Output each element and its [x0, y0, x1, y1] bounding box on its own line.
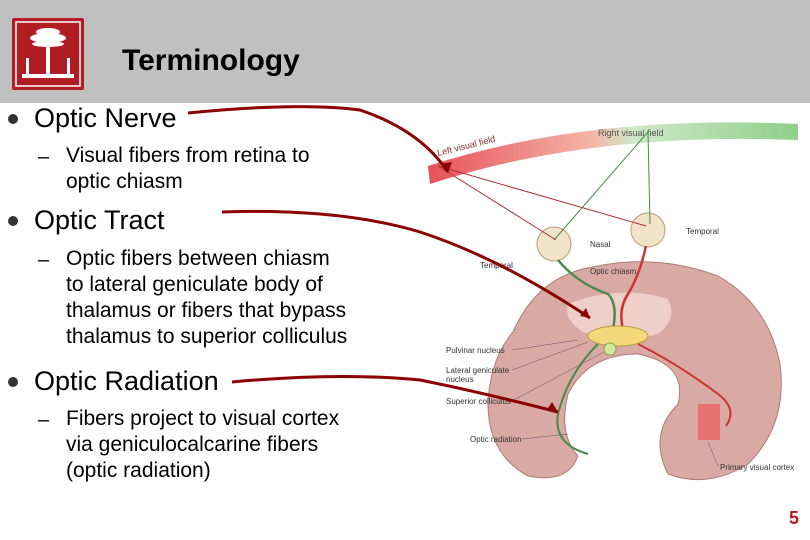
text-line: Optic fibers between chiasm: [66, 247, 330, 270]
text-line: to lateral geniculate body of: [66, 273, 323, 296]
text-line: thalamus or fibers that bypass: [66, 299, 347, 322]
optic-radiation-right: [637, 343, 732, 427]
university-logo: [12, 18, 84, 90]
superior-colliculus-label: Superior colliculus: [446, 397, 511, 406]
page-number: 5: [789, 508, 800, 528]
right-visual-field-label: Right visual field: [598, 128, 664, 138]
pulvinar-label: Pulvinar nucleus: [446, 346, 505, 355]
bullet-dot: [8, 377, 18, 387]
right-eye: [630, 212, 666, 248]
primary-visual-cortex: [698, 404, 720, 440]
bullet-dot: [8, 216, 18, 226]
optic-tract-description: Optic fibers between chiasm to lateral g…: [66, 246, 347, 350]
brain-inner: [567, 292, 672, 339]
bullet-optic-tract: Optic Tract: [34, 205, 165, 235]
text-line: optic chiasm: [66, 170, 183, 193]
left-eye: [536, 226, 572, 262]
primary-visual-cortex-label: Primary visual cortex: [720, 463, 794, 472]
slide-header: Terminology: [0, 0, 810, 103]
lgn-label-line1: Lateral geniculate: [446, 366, 510, 375]
superior-colliculus: [603, 342, 617, 356]
nasal-label: Nasal: [590, 240, 611, 249]
visual-pathway-diagram: Left visual field Right visual field Nas…: [418, 104, 810, 500]
sub-bullet-dash: –: [38, 146, 50, 168]
text-line: Visual fibers from retina to: [66, 144, 310, 167]
sub-bullet-dash: –: [38, 249, 50, 271]
optic-radiation-label: Optic radiation: [470, 435, 522, 444]
text-line: via geniculocalcarine fibers: [66, 433, 319, 456]
lgn-nuclei: [587, 325, 649, 347]
optic-nerve-description: Visual fibers from retina to optic chias…: [66, 143, 310, 195]
visual-field-arc: [428, 122, 798, 184]
text-line: Fibers project to visual cortex: [66, 407, 340, 430]
optic-radiation-description: Fibers project to visual cortex via geni…: [66, 406, 339, 484]
temporal-left-label: Temporal: [480, 261, 513, 270]
slide-title: Terminology: [122, 44, 300, 77]
lgn-label-line2: nucleus: [446, 375, 474, 384]
sub-bullet-dash: –: [38, 409, 50, 431]
optic-radiation-left: [556, 343, 599, 455]
bullet-optic-nerve: Optic Nerve: [34, 103, 177, 133]
bullet-optic-radiation: Optic Radiation: [34, 366, 219, 396]
optic-chiasm-label: Optic chiasm: [590, 267, 637, 276]
optic-nerve-right: [620, 245, 648, 330]
bullet-dot: [8, 114, 18, 124]
text-line: (optic radiation): [66, 459, 211, 482]
text-line: thalamus to superior colliculus: [66, 325, 348, 348]
temporal-right-label: Temporal: [686, 227, 719, 236]
